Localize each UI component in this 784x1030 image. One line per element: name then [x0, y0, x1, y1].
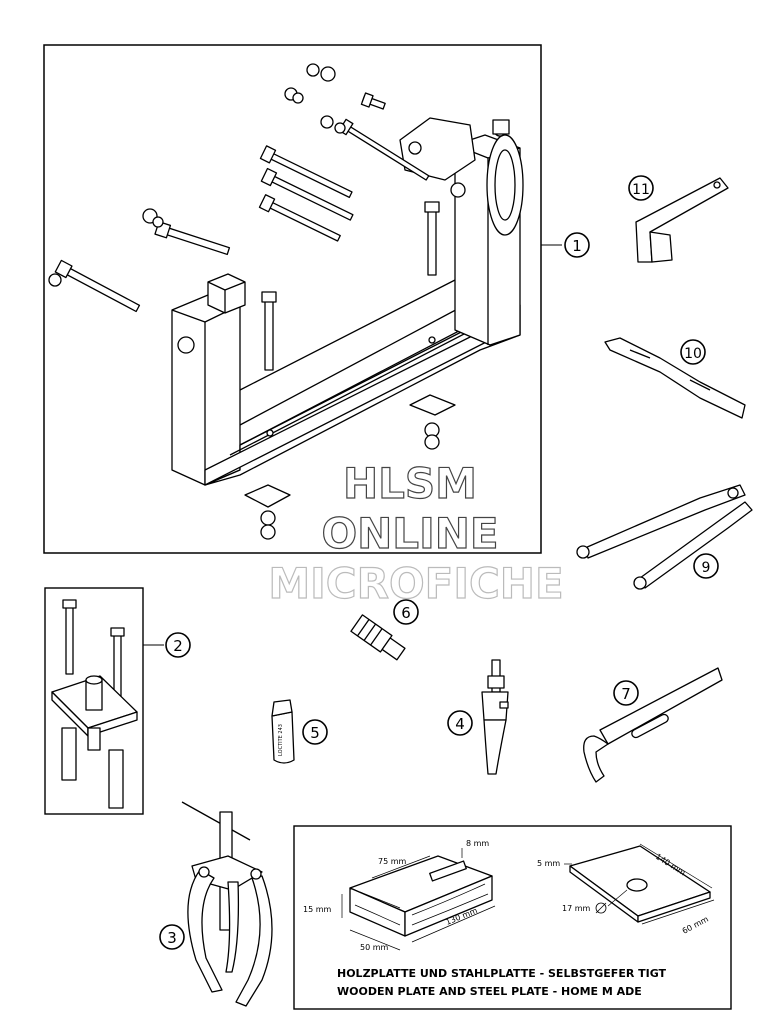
- watermark-line2: ONLINE: [321, 509, 498, 558]
- dim-steel-17: 17 mm: [562, 904, 591, 913]
- callout-6: 6: [393, 599, 419, 625]
- callout-3: 3: [159, 924, 185, 950]
- dim-wood-75: 75 mm: [378, 857, 407, 866]
- tool-4-drawing: [481, 659, 509, 775]
- dim-steel-5: 5 mm: [537, 859, 560, 868]
- loctite-label: LOCTITE 243: [278, 724, 284, 756]
- dim-wood-15: 15 mm: [303, 905, 332, 914]
- caption-de: HOLZPLATTE UND STAHLPLATTE - SELBSTGEFER…: [337, 967, 667, 980]
- svg-text:4: 4: [455, 715, 465, 733]
- svg-text:5: 5: [310, 724, 320, 742]
- dim-wood-50: 50 mm: [360, 943, 389, 952]
- plates-caption: HOLZPLATTE UND STAHLPLATTE - SELBSTGEFER…: [337, 967, 667, 998]
- puller-drawing: [51, 599, 138, 809]
- tool-9-drawing: [576, 484, 753, 590]
- tool-3-drawing: [181, 801, 273, 1007]
- callout-11: 11: [628, 175, 654, 201]
- svg-text:6: 6: [401, 604, 411, 622]
- svg-text:2: 2: [173, 637, 183, 655]
- caption-en: WOODEN PLATE AND STEEL PLATE - HOME M AD…: [337, 985, 642, 998]
- watermark-line3: MICROFICHE: [268, 559, 563, 608]
- watermark-line1: HLSM: [343, 459, 477, 508]
- svg-text:9: 9: [702, 560, 711, 576]
- engine-stand-drawing: [48, 63, 524, 540]
- callout-2: 2: [165, 632, 191, 658]
- watermark: HLSM ONLINE MICROFICHE: [268, 458, 564, 608]
- callout-9: 9: [693, 553, 719, 579]
- tool-6-drawing: [350, 614, 406, 661]
- tool-11-drawing: [635, 177, 729, 263]
- svg-text:3: 3: [167, 929, 177, 947]
- wooden-plate-drawing: [349, 855, 493, 937]
- svg-text:10: 10: [684, 346, 702, 362]
- svg-text:11: 11: [632, 182, 650, 198]
- plates-frame: [293, 825, 732, 1010]
- engine-stand-frame: [43, 44, 542, 554]
- puller-frame: [44, 587, 144, 815]
- callout-4: 4: [447, 710, 473, 736]
- steel-plate-drawing: [569, 845, 711, 923]
- dim-wood-8: 8 mm: [466, 839, 489, 848]
- dim-steel-60: 60 mm: [681, 914, 710, 935]
- callout-5: 5: [302, 719, 328, 745]
- callout-1: 1: [564, 232, 590, 258]
- callout-10: 10: [680, 339, 706, 365]
- tool-5-drawing: LOCTITE 243: [271, 699, 295, 764]
- svg-text:7: 7: [621, 685, 631, 703]
- tool-7-drawing: [583, 667, 723, 783]
- callout-7: 7: [613, 680, 639, 706]
- svg-text:1: 1: [572, 237, 582, 255]
- tool-10-drawing: [604, 337, 746, 419]
